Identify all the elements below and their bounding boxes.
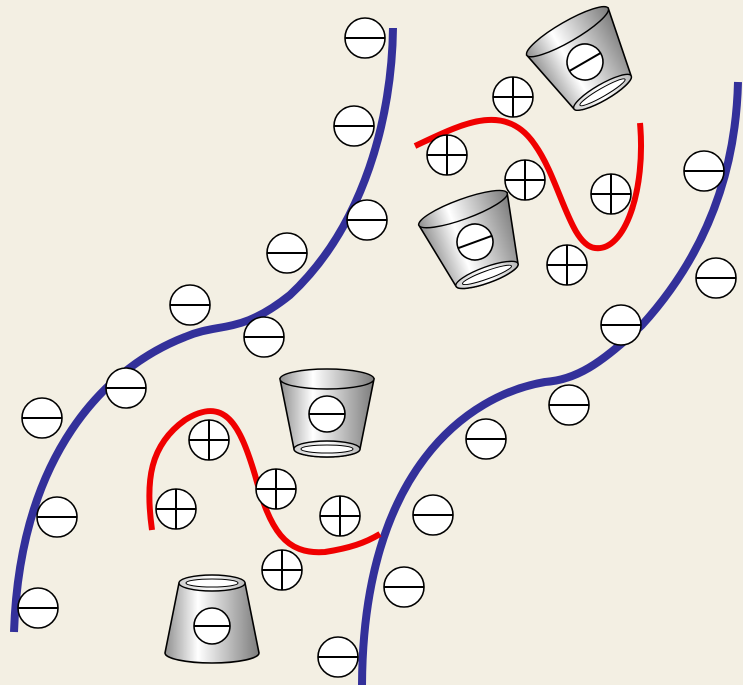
negative-charge-icon	[695, 257, 737, 299]
ions	[17, 17, 737, 678]
negative-charge-icon	[412, 494, 454, 536]
negative-charge-icon	[266, 232, 308, 274]
polymer-chain-bottom	[146, 408, 382, 556]
cyclodextrin-cones	[164, 5, 633, 664]
positive-charge-icon	[504, 159, 546, 201]
negative-charge-icon	[600, 304, 642, 346]
cyclodextrin-cone	[417, 189, 519, 290]
negative-charge-icon	[346, 199, 388, 241]
negative-charge-icon	[456, 223, 494, 261]
negative-charge-icon	[17, 587, 59, 629]
positive-charge-icon	[155, 488, 197, 530]
positive-charge-icon	[188, 419, 230, 461]
negative-charge-icon	[21, 397, 63, 439]
negative-charge-icon	[308, 395, 346, 433]
negative-charge-icon	[193, 607, 231, 645]
positive-charge-icon	[261, 549, 303, 591]
positive-charge-icon	[492, 76, 534, 118]
positive-charge-icon	[546, 244, 588, 286]
negative-charge-icon	[36, 496, 78, 538]
positive-charge-icon	[426, 134, 468, 176]
left-surface-curve	[10, 27, 397, 633]
negative-charge-icon	[344, 17, 386, 59]
negative-charge-icon	[683, 150, 725, 192]
right-surface-curve	[358, 81, 742, 685]
cyclodextrin-cone	[164, 574, 260, 664]
negative-charge-icon	[317, 636, 359, 678]
positive-charge-icon	[590, 173, 632, 215]
negative-charge-icon	[383, 566, 425, 608]
cyclodextrin-cone	[279, 368, 375, 458]
polymer-chain-top	[413, 116, 644, 252]
negative-charge-icon	[333, 105, 375, 147]
negative-charge-icon	[105, 367, 147, 409]
positive-charge-icon	[255, 468, 297, 510]
positive-charge-icon	[319, 495, 361, 537]
cyclodextrin-cone	[525, 5, 633, 111]
negative-charge-icon	[465, 418, 507, 460]
negative-charge-icon	[169, 284, 211, 326]
negative-charge-icon	[566, 43, 604, 81]
negative-charge-icon	[243, 316, 285, 358]
negative-charge-icon	[548, 384, 590, 426]
